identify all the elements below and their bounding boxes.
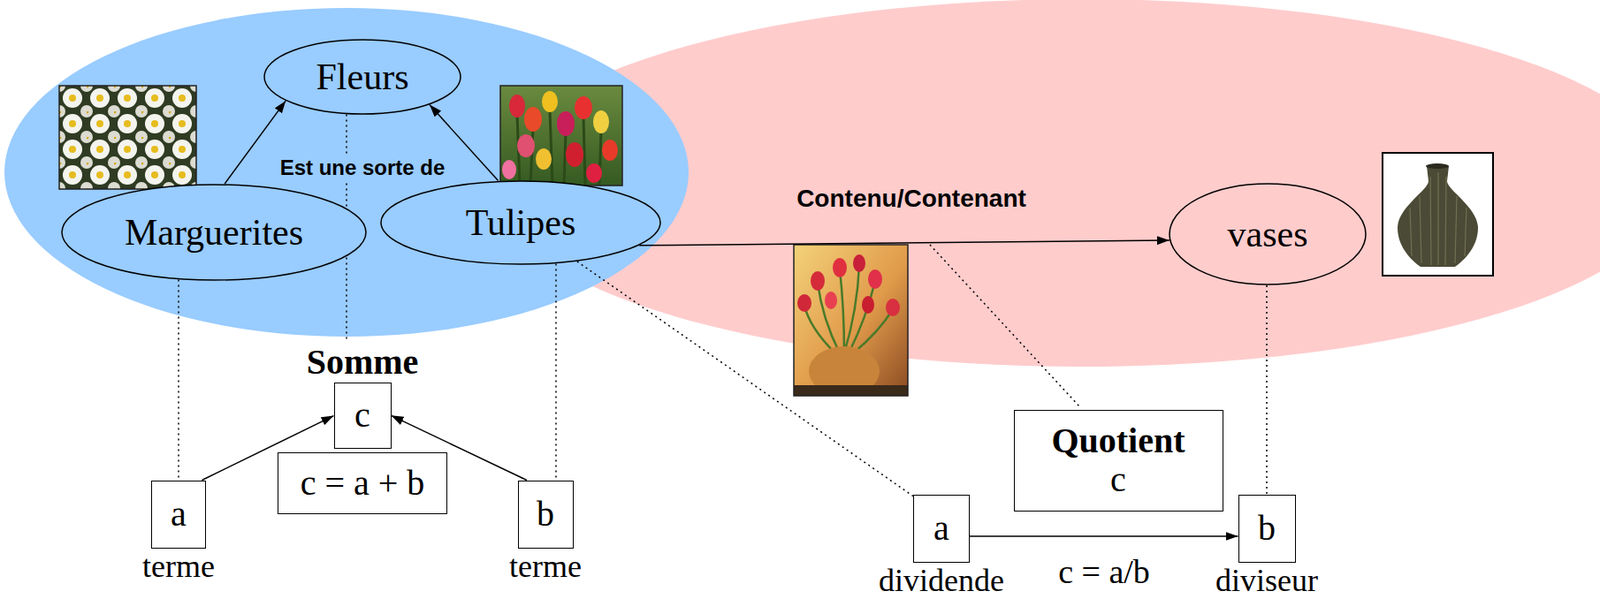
concept-text: vases	[1227, 213, 1309, 255]
value-box: aterme	[151, 480, 206, 549]
edge-label: c = a/b	[1054, 553, 1154, 593]
arrow-connector	[969, 535, 1239, 538]
operation-name: Somme	[306, 344, 420, 381]
concept-ellipse: Fleurs	[263, 38, 462, 115]
value-text: b	[536, 495, 555, 534]
value-text: a	[933, 509, 950, 549]
concept-ellipse: Marguerites	[60, 183, 367, 282]
value-box: bdiviseur	[1238, 495, 1296, 564]
quotient-box: Quotientc	[1013, 410, 1224, 512]
value-box: adividende	[913, 495, 970, 564]
value-text: c	[1110, 460, 1127, 500]
vase-photo	[1382, 152, 1494, 276]
concept-ellipse: Tulipes	[380, 180, 662, 266]
daisy-photo	[59, 85, 197, 190]
value-text: c	[354, 396, 371, 435]
role-label: dividende	[878, 564, 1005, 597]
value-text: b	[1257, 509, 1276, 549]
dotted-link	[577, 261, 914, 497]
dotted-link	[177, 280, 180, 481]
tulip-photo	[500, 85, 623, 186]
dotted-link	[1265, 285, 1268, 496]
role-label: diviseur	[1215, 564, 1319, 597]
result-box: cSomme	[334, 382, 392, 450]
concept-text: Fleurs	[316, 56, 410, 98]
concept-ellipse: vases	[1168, 182, 1367, 286]
leader-line	[929, 244, 1081, 408]
operation-name: Quotient	[1051, 421, 1185, 461]
dotted-link	[555, 263, 557, 480]
tulip-painting	[793, 244, 908, 397]
role-label: terme	[142, 550, 215, 583]
arrow-connector	[639, 240, 1170, 246]
relation-label: Est une sorte de	[276, 155, 450, 181]
role-label: terme	[509, 550, 582, 583]
edge-label: Contenu/Contenant	[792, 184, 1030, 214]
concept-text: Tulipes	[465, 202, 577, 244]
concept-text: Marguerites	[124, 212, 304, 253]
formula-text: c = a + b	[300, 464, 426, 503]
value-text: a	[170, 495, 187, 534]
value-box: bterme	[518, 480, 574, 549]
flowers-region	[4, 7, 689, 337]
formula-box: c = a + b	[277, 452, 448, 515]
